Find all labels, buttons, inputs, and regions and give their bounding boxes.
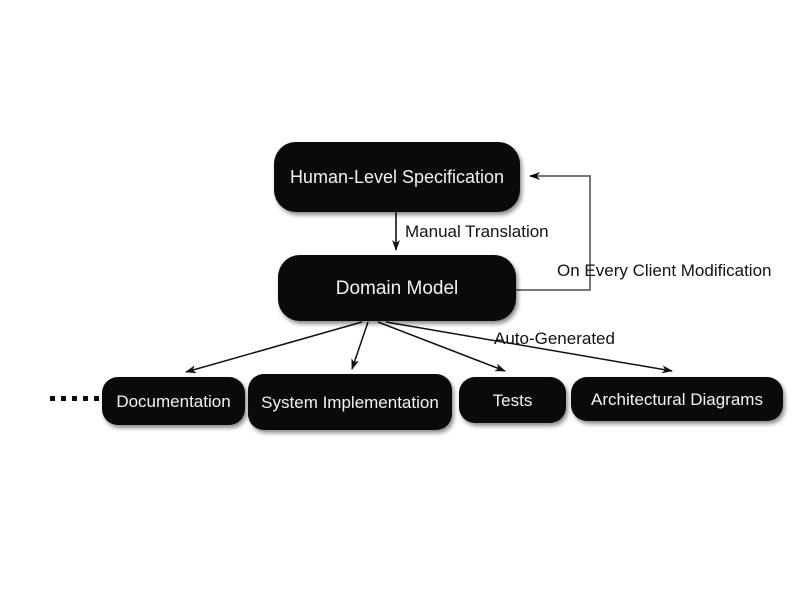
- edge-domain-to-system-implementation: [351, 321, 369, 370]
- node-label-architectural-diagrams: Architectural Diagrams: [591, 389, 763, 409]
- node-documentation[interactable]: Documentation: [102, 377, 245, 425]
- edge-domain-to-spec-feedback: [516, 172, 591, 291]
- edge-domain-to-tests: [377, 321, 506, 372]
- edge-label-auto-generated: Auto-Generated: [494, 329, 615, 348]
- ellipsis-dot: [83, 396, 88, 401]
- node-tests[interactable]: Tests: [459, 377, 566, 423]
- edge-label-on-every-client-modification: On Every Client Modification: [557, 261, 772, 280]
- node-system-implementation[interactable]: System Implementation: [248, 374, 452, 430]
- ellipsis-dot: [72, 396, 77, 401]
- ellipsis-dot: [61, 396, 66, 401]
- ellipsis-dot: [50, 396, 55, 401]
- node-domain-model[interactable]: Domain Model: [278, 255, 516, 321]
- edge-domain-to-architectural-diagrams: [385, 321, 673, 374]
- edge-label-manual-translation: Manual Translation: [405, 222, 549, 241]
- node-label-system-implementation: System Implementation: [261, 392, 439, 412]
- node-label-documentation: Documentation: [116, 391, 231, 411]
- node-label-domain-model: Domain Model: [335, 277, 459, 299]
- node-architectural-diagrams[interactable]: Architectural Diagrams: [571, 377, 783, 421]
- node-label-tests: Tests: [492, 390, 533, 410]
- edge-domain-to-documentation: [185, 321, 363, 374]
- node-human-level-specification[interactable]: Human-Level Specification: [274, 142, 520, 212]
- ellipsis-dot: [94, 396, 99, 401]
- node-label-human-level-specification: Human-Level Specification: [289, 167, 505, 187]
- more-artifacts-ellipsis: [50, 396, 99, 401]
